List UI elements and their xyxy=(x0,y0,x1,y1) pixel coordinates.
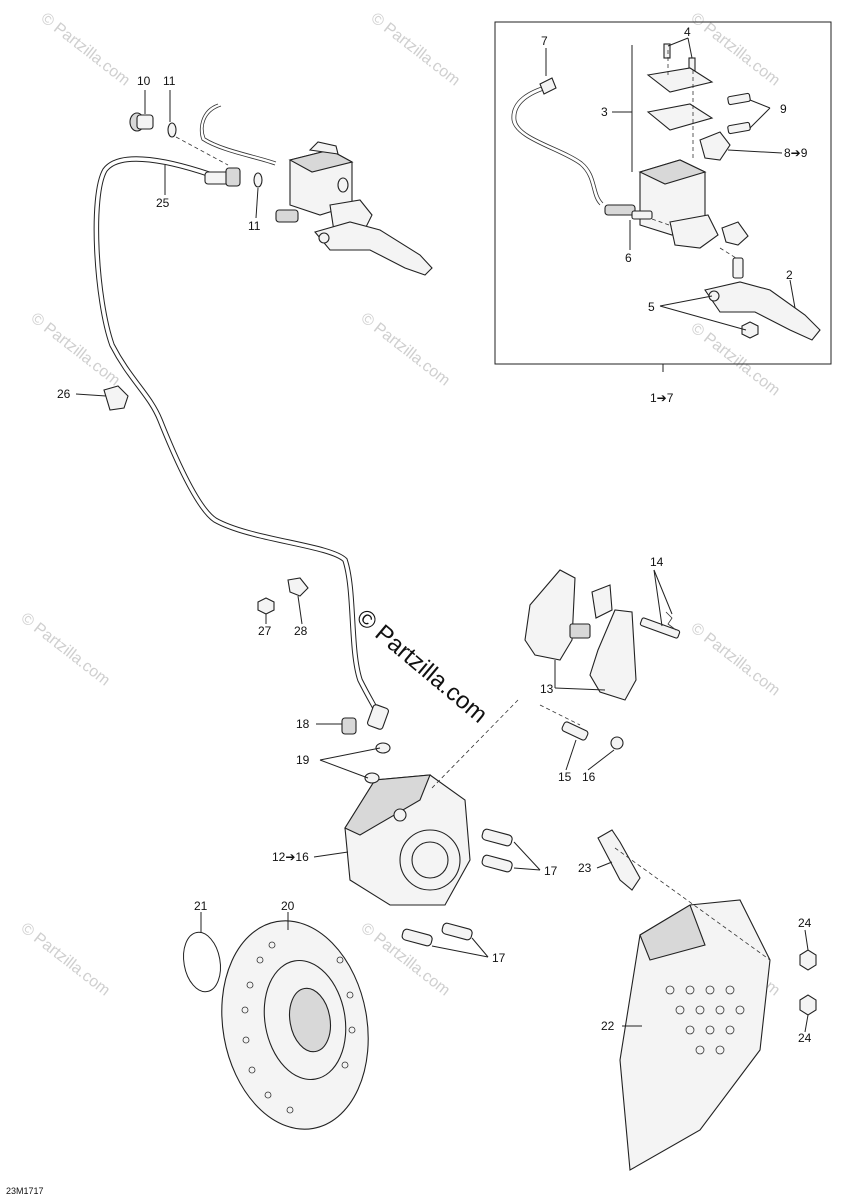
callout-15: 15 xyxy=(558,770,572,784)
callout-2: 2 xyxy=(786,268,793,282)
callout-8-9: 8➔9 xyxy=(784,146,808,160)
callout-4: 4 xyxy=(684,25,691,39)
callout-27: 27 xyxy=(258,624,272,638)
dashed-guides xyxy=(175,50,771,961)
callout-3: 3 xyxy=(601,105,608,119)
brake-hose xyxy=(93,103,389,730)
callout-labels: 1➔7 2 3 4 5 6 7 8➔9 9 10 11 11 12➔16 13 … xyxy=(57,25,812,1045)
callout-28: 28 xyxy=(294,624,308,638)
callout-19: 19 xyxy=(296,753,310,767)
brake-pads xyxy=(524,569,681,701)
inset-parts xyxy=(511,43,821,341)
callout-9: 9 xyxy=(780,102,787,116)
drawing-code: 23M1717 xyxy=(6,1186,44,1196)
callout-11-bottom: 11 xyxy=(248,219,261,233)
master-cylinder-assembled xyxy=(275,141,433,276)
clip-28 xyxy=(287,577,309,597)
callout-18: 18 xyxy=(296,717,310,731)
watermark-text: © Partzilla.com xyxy=(688,620,783,700)
callout-6: 6 xyxy=(625,251,632,265)
callout-14: 14 xyxy=(650,555,664,569)
callout-7: 7 xyxy=(541,34,548,48)
guard-holes xyxy=(665,985,745,1055)
watermark-text: © Partzilla.com xyxy=(18,610,113,690)
callout-24-top: 24 xyxy=(798,916,812,930)
callout-23: 23 xyxy=(578,861,592,875)
callout-25: 25 xyxy=(156,196,170,210)
callout-10: 10 xyxy=(137,74,151,88)
callout-24-bottom: 24 xyxy=(798,1031,812,1045)
leader-lines xyxy=(75,37,809,1033)
watermark-text: © Partzilla.com xyxy=(688,320,783,400)
nut-27 xyxy=(257,597,275,615)
callout-5: 5 xyxy=(648,300,655,314)
washer-11-top xyxy=(167,122,177,138)
callout-17-top: 17 xyxy=(544,864,558,878)
disc-guard xyxy=(597,829,817,1171)
callout-17-bottom: 17 xyxy=(492,951,506,965)
caliper xyxy=(341,717,624,947)
watermark-text: © Partzilla.com xyxy=(38,10,133,90)
watermark-text: © Partzilla.com xyxy=(368,10,463,90)
callout-13: 13 xyxy=(540,682,554,696)
callout-21: 21 xyxy=(194,899,208,913)
washer-11-bottom xyxy=(253,172,263,188)
disc-holes xyxy=(241,941,356,1114)
watermark-text: © Partzilla.com xyxy=(358,310,453,390)
callout-22: 22 xyxy=(601,1019,615,1033)
banjo-bolt-10 xyxy=(129,112,154,132)
callout-20: 20 xyxy=(281,899,295,913)
hose-clip-26 xyxy=(103,385,129,411)
brake-disc xyxy=(183,920,369,1130)
callout-16: 16 xyxy=(582,770,596,784)
callout-11-top: 11 xyxy=(163,74,176,88)
watermark-text: © Partzilla.com xyxy=(18,920,113,1000)
callout-26: 26 xyxy=(57,387,71,401)
watermark-text: © Partzilla.com xyxy=(28,310,123,390)
callout-12-16: 12➔16 xyxy=(272,850,309,864)
callout-1-7: 1➔7 xyxy=(650,391,674,405)
